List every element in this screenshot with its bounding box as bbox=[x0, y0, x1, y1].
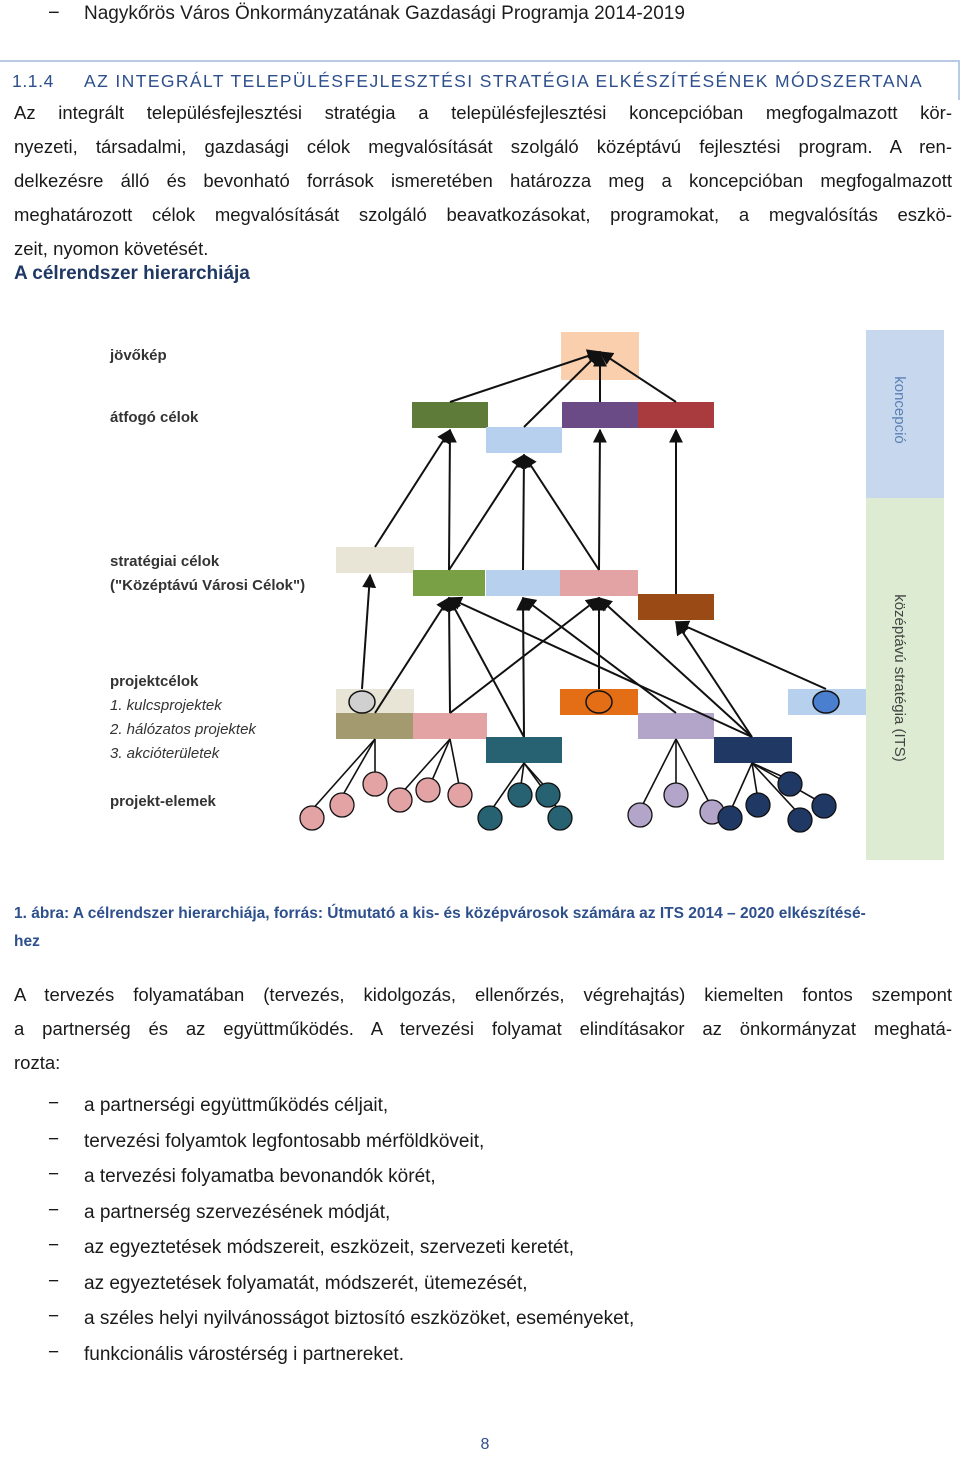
box-overall-blue bbox=[486, 427, 562, 453]
box-strategic-blue bbox=[486, 570, 560, 596]
bullet-item: − a partnerségi együttműködés céljait, bbox=[0, 1089, 900, 1123]
label-jovokep: jövőkép bbox=[109, 347, 167, 364]
bullet-dash: − bbox=[48, 1306, 60, 1327]
sidebar-its bbox=[866, 498, 944, 860]
bullet-text: a partnerség szervezésének módját, bbox=[84, 1201, 391, 1223]
intro-line: meghatározott célok megvalósítását szolg… bbox=[14, 204, 952, 225]
bullet-dash: − bbox=[48, 1270, 60, 1292]
bullet-dash: − bbox=[48, 1199, 60, 1221]
body-line: rozta: bbox=[14, 1052, 61, 1073]
bullet-item: − a partnerség szervezésének módját, bbox=[0, 1196, 900, 1230]
circle-key-project bbox=[348, 690, 376, 714]
sidebar: koncepció középtávú stratégia (ITS) bbox=[866, 330, 944, 860]
label-projektcelok: projektcélok bbox=[110, 673, 199, 690]
body-line: a partnerség és az együttműködés. A terv… bbox=[14, 1018, 952, 1039]
header-title: Nagykőrös Város Önkormányzatának Gazdasá… bbox=[84, 3, 685, 24]
box-overall-red bbox=[638, 402, 714, 428]
bullet-text: az egyeztetések folyamatát, módszerét, ü… bbox=[84, 1272, 528, 1294]
intro-line: delkezésre álló és bevonható források is… bbox=[14, 170, 952, 191]
bullet-text: a széles helyi nyilvánosságot biztosító … bbox=[84, 1308, 635, 1329]
figure-caption: 1. ábra: A célrendszer hierarchiája, for… bbox=[14, 900, 946, 956]
circle-blue-project bbox=[812, 690, 840, 714]
box-project-teal bbox=[486, 737, 562, 763]
element-circle bbox=[663, 782, 689, 808]
label-strategiai-celok: stratégiai célok bbox=[110, 553, 220, 570]
element-circle bbox=[717, 805, 743, 831]
element-circle bbox=[415, 777, 441, 803]
box-project-tan bbox=[336, 713, 414, 739]
bullet-dash: − bbox=[48, 1341, 60, 1363]
bullet-item: − az egyeztetések folyamatát, módszerét, … bbox=[0, 1267, 900, 1301]
element-circle bbox=[387, 787, 413, 813]
element-circle bbox=[811, 793, 837, 819]
bullet-text: tervezési folyamtok legfontosabb mérföld… bbox=[84, 1130, 485, 1152]
label-akcioteruletek: 3. akcióterületek bbox=[110, 745, 221, 762]
section-heading: 1.1.4 AZ INTEGRÁLT TELEPÜLÉSFEJLESZTÉSI … bbox=[0, 60, 960, 100]
intro-line: Az integrált településfejlesztési straté… bbox=[14, 102, 952, 123]
element-circle bbox=[777, 771, 803, 797]
element-circle bbox=[447, 782, 473, 808]
intro-line: zeit, nyomon követését. bbox=[14, 238, 209, 259]
bullet-dash: − bbox=[48, 1235, 60, 1256]
hierarchy-diagram: koncepció középtávú stratégia (ITS) jövő… bbox=[109, 330, 944, 860]
sidebar-koncepcio bbox=[866, 330, 944, 498]
box-strategic-brown bbox=[638, 594, 714, 620]
box-strategic-pink bbox=[560, 570, 638, 596]
label-projekt-elemek: projekt-elemek bbox=[110, 793, 217, 810]
box-overall-olive bbox=[412, 402, 488, 428]
bullet-text: az egyeztetések módszereit, eszközeit, s… bbox=[84, 1237, 574, 1258]
arrows bbox=[361, 349, 827, 738]
bullet-dash: − bbox=[48, 1093, 60, 1114]
element-circle bbox=[787, 807, 813, 833]
bullet-item: − funkcionális várostérség i partnereket. bbox=[0, 1338, 900, 1372]
label-halozatos-projektek: 2. hálózatos projektek bbox=[109, 721, 257, 738]
header-dash: − bbox=[48, 2, 60, 24]
box-strategic-green bbox=[413, 570, 485, 596]
bullet-text: a tervezési folyamatba bevonandók körét, bbox=[84, 1166, 436, 1187]
section-title: AZ INTEGRÁLT TELEPÜLÉSFEJLESZTÉSI STRATÉ… bbox=[84, 71, 924, 91]
bullet-item: − a széles helyi nyilvánosságot biztosító… bbox=[0, 1302, 900, 1336]
box-strategic-beige bbox=[336, 547, 414, 573]
box-project-lavender bbox=[638, 713, 714, 739]
element-circle bbox=[507, 782, 533, 808]
intro-paragraph: Az integrált településfejlesztési straté… bbox=[14, 96, 952, 266]
body-paragraph: A tervezés folyamatában (tervezés, kidol… bbox=[14, 978, 952, 1080]
element-circle bbox=[627, 802, 653, 828]
bullet-dash: − bbox=[48, 1128, 60, 1150]
page-header: − Nagykőrös Város Önkormányzatának Gazda… bbox=[0, 0, 960, 30]
bullet-item: − tervezési folyamtok legfontosabb mérföl… bbox=[0, 1125, 900, 1159]
label-atfogo-celok: átfogó célok bbox=[110, 409, 199, 426]
element-circle bbox=[477, 805, 503, 831]
label-kulcsprojektek: 1. kulcsprojektek bbox=[110, 697, 223, 714]
caption-line: hez bbox=[14, 933, 40, 950]
element-circle bbox=[535, 782, 561, 808]
element-circle bbox=[547, 805, 573, 831]
circle-orange-project bbox=[585, 690, 613, 714]
sidebar-label-koncepcio: koncepció bbox=[891, 376, 908, 444]
project-element-circles bbox=[299, 771, 837, 833]
page-number: 8 bbox=[480, 1436, 490, 1453]
element-circle bbox=[362, 771, 388, 797]
bullet-text: a partnerségi együttműködés céljait, bbox=[84, 1095, 389, 1116]
box-project-pink bbox=[413, 713, 487, 739]
project-circles bbox=[348, 690, 840, 714]
bullet-text: funkcionális várostérség i partnereket. bbox=[84, 1343, 404, 1365]
element-circle bbox=[329, 792, 355, 818]
sidebar-label-its: középtávú stratégia (ITS) bbox=[891, 594, 908, 762]
body-line: A tervezés folyamatában (tervezés, kidol… bbox=[14, 984, 952, 1005]
box-project-navy bbox=[714, 737, 792, 763]
caption-line: 1. ábra: A célrendszer hierarchiája, for… bbox=[14, 905, 866, 922]
section-number: 1.1.4 bbox=[12, 71, 54, 91]
intro-line: nyezeti, társadalmi, gazdasági célok meg… bbox=[14, 136, 952, 157]
bullet-item: − az egyeztetések módszereit, eszközeit, … bbox=[0, 1231, 900, 1265]
bullet-item: − a tervezési folyamatba bevonandók körét… bbox=[0, 1160, 900, 1194]
element-circle bbox=[745, 792, 771, 818]
bullet-dash: − bbox=[48, 1164, 60, 1185]
diagram-title: A célrendszer hierarchiája bbox=[14, 263, 250, 284]
level-labels: jövőkép átfogó célok stratégiai célok ("… bbox=[109, 347, 305, 810]
box-overall-purple bbox=[562, 402, 638, 428]
label-strategiai-sub: ("Középtávú Városi Célok") bbox=[110, 577, 305, 594]
element-circle bbox=[299, 805, 325, 831]
